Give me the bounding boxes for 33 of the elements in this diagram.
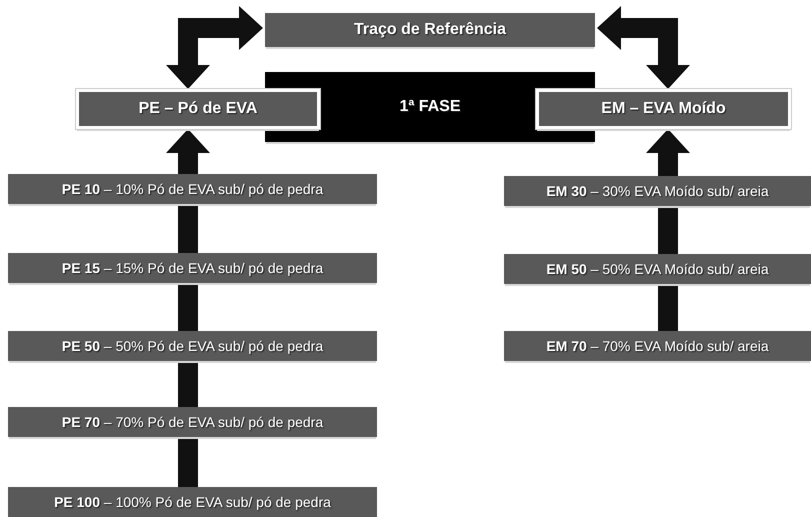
mix-box (504, 254, 811, 284)
connector-bar (178, 361, 198, 407)
mix-box (8, 331, 377, 361)
category-box (536, 89, 791, 129)
connector-bar (178, 204, 198, 253)
arrow (166, 129, 210, 174)
reference-box (265, 13, 595, 47)
mix-box (8, 407, 377, 437)
box-text: PE 50 – 50% Pó de EVA sub/ pó de pedra (62, 338, 324, 354)
arrow (166, 6, 263, 89)
category-box (76, 89, 320, 129)
box-text: PE 10 – 10% Pó de EVA sub/ pó de pedra (62, 181, 324, 197)
box-text: PE 70 – 70% Pó de EVA sub/ pó de pedra (62, 414, 324, 430)
box-text: EM – EVA Moído (601, 100, 726, 118)
box-text: PE – Pó de EVA (138, 100, 258, 118)
box-text: 1ª FASE (399, 98, 461, 116)
arrow (646, 129, 690, 176)
mix-box (8, 174, 377, 204)
connector-bar (658, 206, 678, 254)
box-text: EM 50 – 50% EVA Moído sub/ areia (546, 261, 769, 277)
connector-bar (178, 437, 198, 487)
mix-box (504, 176, 811, 206)
connector-bar (658, 284, 678, 331)
box-text: PE 15 – 15% Pó de EVA sub/ pó de pedra (62, 260, 324, 276)
box-text: EM 70 – 70% EVA Moído sub/ areia (546, 338, 769, 354)
mix-box (504, 331, 811, 361)
box-text: PE 100 – 100% Pó de EVA sub/ pó de pedra (54, 494, 331, 510)
box-text: EM 30 – 30% EVA Moído sub/ areia (546, 183, 769, 199)
connector-bar (178, 283, 198, 331)
mix-box (8, 487, 377, 517)
mix-box (8, 253, 377, 283)
box-text: Traço de Referência (354, 21, 506, 39)
arrow (597, 6, 690, 89)
